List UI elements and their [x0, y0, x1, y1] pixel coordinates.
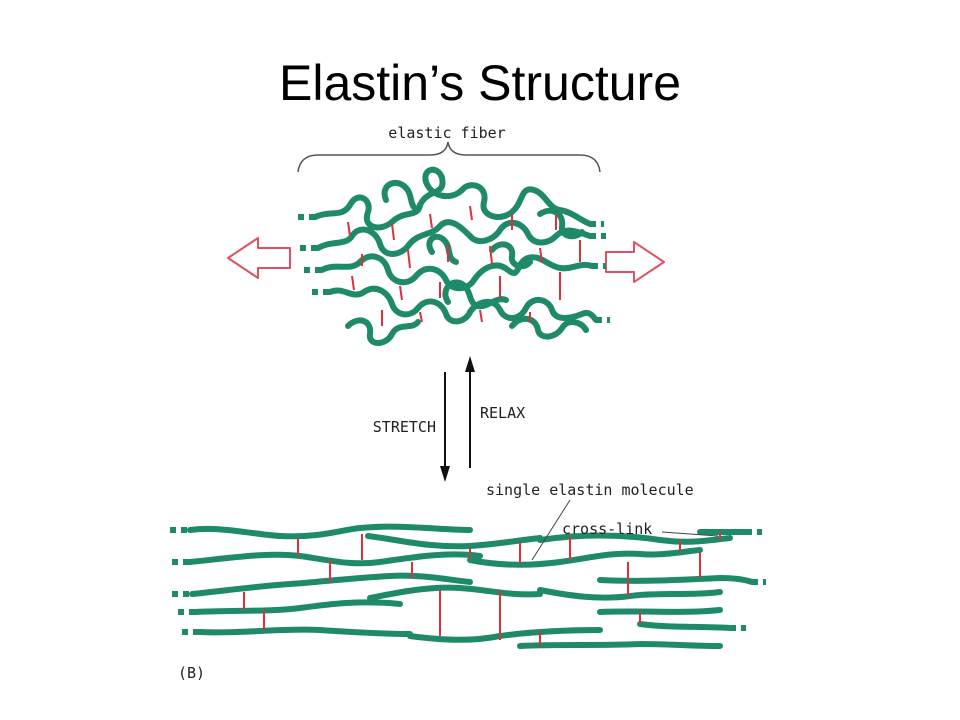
cross-link-leader	[661, 531, 719, 537]
stretched-dash-ends	[170, 527, 766, 635]
single-elastin-molecule-label: single elastin molecule	[486, 481, 694, 499]
relaxed-elastin-network	[298, 166, 610, 346]
network-cross-links	[347, 205, 581, 326]
cross-link-label: cross-link	[562, 520, 652, 538]
single-elastin-molecule-leader	[531, 499, 571, 561]
fiber-brace	[297, 141, 601, 173]
relax-label: RELAX	[480, 404, 525, 422]
slide-title: Elastin’s Structure	[278, 55, 682, 111]
elastic-fiber-label: elastic fiber	[388, 124, 505, 142]
pull-left-arrow	[227, 237, 291, 279]
network-dash-ends	[298, 214, 610, 323]
stretch-label: STRETCH	[373, 418, 436, 436]
pull-right-arrow	[605, 241, 665, 283]
network-fibers	[312, 166, 599, 346]
relax-arrow	[465, 356, 475, 468]
stretch-arrow	[440, 372, 450, 482]
stretched-fibers	[187, 523, 755, 649]
panel-label: (B)	[178, 664, 205, 682]
stretched-elastin-network	[170, 523, 766, 649]
stretched-cross-links	[243, 532, 721, 646]
